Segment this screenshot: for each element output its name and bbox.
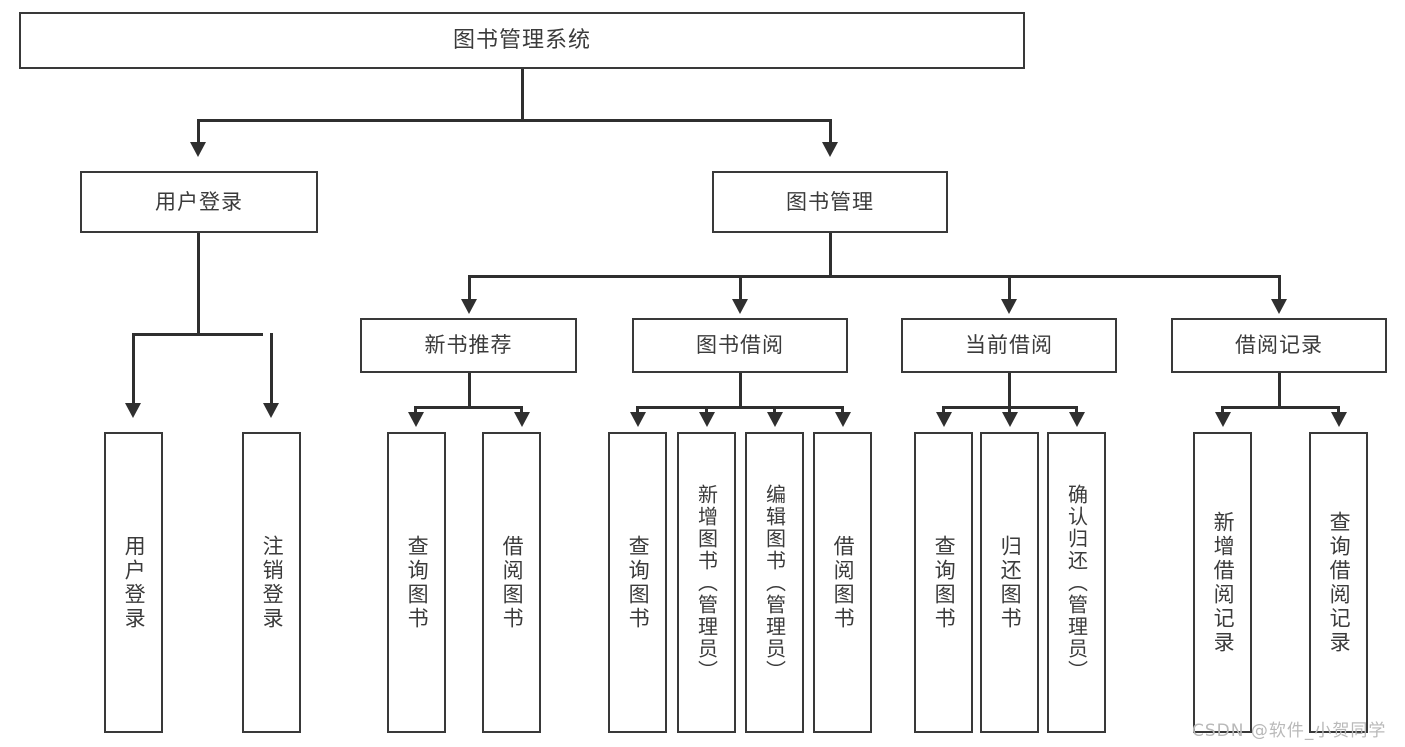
connector-drop-bb-4 — [841, 406, 844, 416]
arrowhead-bb-2 — [699, 412, 715, 427]
node-label: 查询借阅记录 — [1327, 510, 1352, 655]
arrowhead-br-1 — [1215, 412, 1231, 427]
leaf-nbr-borrow-book[interactable]: 借阅图书 — [482, 432, 541, 733]
connector-drop-book-borrow — [739, 275, 742, 302]
leaf-cb-return-book[interactable]: 归还图书 — [980, 432, 1039, 733]
node-label: 新书推荐 — [424, 333, 513, 358]
connector-drop-leaf-logout — [270, 333, 273, 406]
arrowhead-bb-1 — [630, 412, 646, 427]
arrowhead-book-mgmt — [822, 142, 838, 157]
connector-br-bar — [1221, 406, 1339, 409]
leaf-nbr-query-book[interactable]: 查询图书 — [387, 432, 446, 733]
connector-drop-user-login — [197, 119, 200, 145]
arrowhead-borrow-record — [1271, 299, 1287, 314]
leaf-cb-query-book[interactable]: 查询图书 — [914, 432, 973, 733]
connector-drop-book-mgmt — [829, 119, 832, 145]
node-label: 确认归还（管理员） — [1064, 483, 1089, 682]
node-label: 编辑图书（管理员） — [762, 483, 787, 682]
connector-drop-cb-2 — [1008, 406, 1011, 416]
connector-drop-bb-1 — [636, 406, 639, 416]
node-label: 借阅图书 — [500, 534, 525, 631]
connector-drop-current-borrow — [1008, 275, 1011, 302]
arrowhead-bb-4 — [835, 412, 851, 427]
node-label: 当前借阅 — [965, 333, 1053, 358]
node-label: 查询图书 — [405, 534, 430, 631]
node-label: 新增借阅记录 — [1211, 510, 1236, 655]
arrowhead-cb-3 — [1069, 412, 1085, 427]
connector-book-mgmt-stem — [829, 233, 832, 277]
node-book-borrow[interactable]: 图书借阅 — [632, 318, 848, 373]
connector-user-login-stem — [197, 233, 200, 335]
leaf-bb-edit-book-admin[interactable]: 编辑图书（管理员） — [745, 432, 804, 733]
leaf-bb-borrow-book[interactable]: 借阅图书 — [813, 432, 872, 733]
node-root-system[interactable]: 图书管理系统 — [19, 12, 1025, 69]
connector-drop-nbr-2 — [520, 406, 523, 416]
arrowhead-leaf-user-login — [125, 403, 141, 418]
node-label: 新增图书（管理员） — [694, 483, 719, 682]
connector-drop-br-1 — [1221, 406, 1224, 416]
arrowhead-cb-1 — [936, 412, 952, 427]
connector-root-stem — [521, 69, 524, 120]
arrowhead-new-book — [461, 299, 477, 314]
arrowhead-br-2 — [1331, 412, 1347, 427]
node-label: 借阅记录 — [1235, 333, 1323, 358]
leaf-br-add-record[interactable]: 新增借阅记录 — [1193, 432, 1252, 733]
node-label: 查询图书 — [932, 534, 957, 631]
node-label: 借阅图书 — [831, 534, 856, 631]
connector-level3-bar — [468, 275, 1280, 278]
arrowhead-leaf-logout — [263, 403, 279, 418]
connector-drop-cb-3 — [1075, 406, 1078, 416]
node-label: 查询图书 — [626, 534, 651, 631]
connector-nbr-stem — [468, 373, 471, 408]
leaf-user-login[interactable]: 用户登录 — [104, 432, 163, 733]
arrowhead-nbr-1 — [408, 412, 424, 427]
node-label: 注销登录 — [260, 534, 285, 631]
connector-drop-br-2 — [1337, 406, 1340, 416]
arrowhead-nbr-2 — [514, 412, 530, 427]
connector-nbr-bar — [414, 406, 522, 409]
node-user-login[interactable]: 用户登录 — [80, 171, 318, 233]
connector-bb-bar — [636, 406, 843, 409]
node-current-borrow[interactable]: 当前借阅 — [901, 318, 1117, 373]
node-new-book-recommend[interactable]: 新书推荐 — [360, 318, 577, 373]
connector-user-login-bar — [132, 333, 263, 336]
node-label: 归还图书 — [998, 534, 1023, 631]
leaf-br-query-record[interactable]: 查询借阅记录 — [1309, 432, 1368, 733]
connector-drop-bb-2 — [705, 406, 708, 416]
node-book-management[interactable]: 图书管理 — [712, 171, 948, 233]
connector-bb-stem — [739, 373, 742, 408]
arrowhead-current-borrow — [1001, 299, 1017, 314]
arrowhead-cb-2 — [1002, 412, 1018, 427]
node-label: 图书管理 — [786, 189, 874, 214]
connector-cb-stem — [1008, 373, 1011, 408]
node-label: 图书借阅 — [696, 333, 784, 358]
connector-drop-cb-1 — [942, 406, 945, 416]
node-label: 图书管理系统 — [452, 27, 591, 53]
connector-drop-bb-3 — [773, 406, 776, 416]
connector-br-stem — [1278, 373, 1281, 408]
connector-drop-new-book — [468, 275, 471, 302]
arrowhead-user-login — [190, 142, 206, 157]
leaf-logout[interactable]: 注销登录 — [242, 432, 301, 733]
leaf-bb-query-book[interactable]: 查询图书 — [608, 432, 667, 733]
leaf-bb-add-book-admin[interactable]: 新增图书（管理员） — [677, 432, 736, 733]
leaf-cb-confirm-return-admin[interactable]: 确认归还（管理员） — [1047, 432, 1106, 733]
node-borrow-record[interactable]: 借阅记录 — [1171, 318, 1387, 373]
connector-level2-bar — [197, 119, 831, 122]
node-label: 用户登录 — [155, 189, 243, 214]
arrowhead-book-borrow — [732, 299, 748, 314]
arrowhead-bb-3 — [767, 412, 783, 427]
connector-drop-leaf-user-login — [132, 333, 135, 406]
connector-drop-nbr-1 — [414, 406, 417, 416]
node-label: 用户登录 — [122, 534, 147, 631]
connector-drop-borrow-record — [1278, 275, 1281, 302]
